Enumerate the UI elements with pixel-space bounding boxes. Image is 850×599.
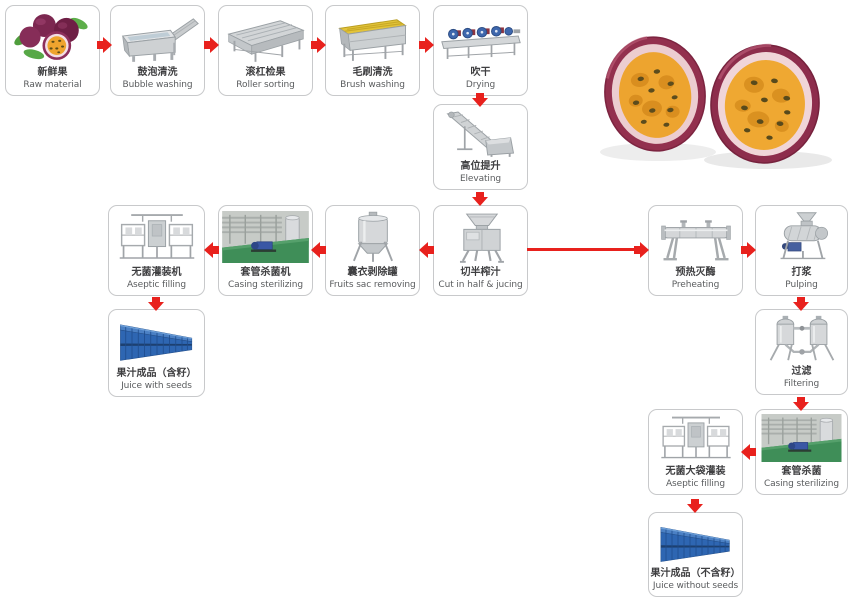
elevator-conveyor-machine-image (434, 105, 527, 161)
arrow-sterilizing2-to-bag-filling (741, 444, 756, 460)
step-bubble-washing: 鼓泡清洗 Bubble washing (110, 5, 205, 96)
aseptic-filler-machine-image (109, 206, 204, 267)
arrow-bag-filling-to-juice-without-seeds (687, 499, 703, 513)
step-label-zh: 打浆 (791, 267, 812, 279)
step-label-en: Juice with seeds (121, 380, 192, 391)
step-label-zh: 无菌灌装机 (131, 267, 182, 279)
step-label-zh: 毛刷清洗 (352, 67, 393, 79)
step-casing-sterilizing: 套管杀菌 Casing sterilizing (755, 409, 848, 495)
step-preheating: 预热灭酶 Preheating (648, 205, 743, 296)
brush-washer-machine-image (326, 6, 419, 67)
arrow-drying-to-elevating (472, 93, 488, 107)
step-label-zh: 预热灭酶 (675, 267, 716, 279)
step-label-zh: 滚杠检果 (245, 67, 286, 79)
step-label-en: Raw material (23, 79, 82, 90)
step-juice-without-seeds: 果汁成品（不含籽） Juice without seeds (648, 512, 743, 597)
blue-drums-photo (109, 310, 204, 368)
step-label-en: Juice without seeds (652, 580, 739, 591)
step-label-zh: 鼓泡清洗 (137, 67, 178, 79)
step-label-zh: 果汁成品（含籽） (116, 368, 197, 380)
step-roller-sorting: 滚杠检果 Roller sorting (218, 5, 313, 96)
step-label-en: Elevating (459, 173, 502, 184)
casing-sterilizer-photo (756, 410, 847, 466)
step-label-en: Casing sterilizing (763, 478, 840, 489)
arrow-filling-to-juice-with-seeds (148, 297, 164, 311)
step-fruits-sac-removing: 囊衣剥除罐 Fruits sac removing (325, 205, 420, 296)
blue-drums-photo (649, 513, 742, 568)
step-label-en: Roller sorting (236, 79, 295, 90)
step-label-en: Fruits sac removing (329, 279, 416, 290)
step-label-en: Aseptic filling (665, 478, 726, 489)
pulper-machine-image (756, 206, 847, 267)
step-label-en: Drying (465, 79, 496, 90)
step-label-zh: 新鲜果 (37, 67, 68, 79)
step-label-zh: 切半榨汁 (460, 267, 501, 279)
step-label-zh: 无菌大袋灌装 (665, 466, 726, 478)
step-pulping: 打浆 Pulping (755, 205, 848, 296)
step-label-zh: 高位提升 (460, 161, 501, 173)
step-label-zh: 吹干 (470, 67, 491, 79)
cutting-juicing-machine-image (434, 206, 527, 267)
step-cut-in-half-juicing: 切半榨汁 Cut in half & jucing (433, 205, 528, 296)
step-label-en: Bubble washing (122, 79, 193, 90)
arrowhead-to-preheating (634, 242, 649, 258)
step-elevating: 高位提升 Elevating (433, 104, 528, 190)
arrow-sac-removing-to-sterilizing (311, 242, 326, 258)
step-label-zh: 果汁成品（不含籽） (650, 568, 741, 580)
passion-fruit-photo (6, 6, 99, 67)
preheater-machine-image (649, 206, 742, 267)
step-drying: 吹干 Drying (433, 5, 528, 96)
step-label-en: Brush washing (340, 79, 405, 90)
step-aseptic-filling-machine: 无菌灌装机 Aseptic filling (108, 205, 205, 296)
step-raw-material: 新鲜果 Raw material (5, 5, 100, 96)
arrow-cutting-to-sac-removing (419, 242, 434, 258)
roller-sorter-machine-image (219, 6, 312, 67)
step-label-zh: 囊衣剥除罐 (347, 267, 398, 279)
arrow-elevating-to-cutting (472, 192, 488, 206)
step-label-en: Aseptic filling (126, 279, 187, 290)
step-casing-sterilizing-machine: 套管杀菌机 Casing sterilizing (218, 205, 313, 296)
arrow-raw-to-bubble (97, 37, 112, 53)
arrow-brush-to-drying (419, 37, 434, 53)
arrow-preheating-to-pulping (741, 242, 756, 258)
arrow-sterilizing-to-filling (204, 242, 219, 258)
step-label-en: Cut in half & jucing (438, 279, 523, 290)
step-label-zh: 套管杀菌机 (240, 267, 291, 279)
step-label-en: Casing sterilizing (227, 279, 304, 290)
step-juice-with-seeds: 果汁成品（含籽） Juice with seeds (108, 309, 205, 397)
step-brush-washing: 毛刷清洗 Brush washing (325, 5, 420, 96)
step-label-en: Filtering (783, 378, 820, 389)
step-label-zh: 套管杀菌 (781, 466, 822, 478)
passion-fruit-halves-photo (580, 22, 850, 176)
duplex-filter-machine-image (756, 310, 847, 366)
step-label-zh: 过滤 (791, 366, 812, 378)
sac-removing-tank-image (326, 206, 419, 267)
bubble-washer-machine-image (111, 6, 204, 67)
arrow-pulping-to-filtering (793, 297, 809, 311)
arrow-filtering-to-sterilizing2 (793, 397, 809, 411)
aseptic-filler-machine-image (649, 410, 742, 466)
step-label-en: Preheating (671, 279, 720, 290)
air-dryer-machine-image (434, 6, 527, 67)
arrow-bubble-to-roller (204, 37, 219, 53)
casing-sterilizer-photo (219, 206, 312, 267)
arrow-roller-to-brush (311, 37, 326, 53)
step-aseptic-bag-filling: 无菌大袋灌装 Aseptic filling (648, 409, 743, 495)
connector-cutting-to-preheating (527, 248, 637, 251)
step-label-en: Pulping (785, 279, 818, 290)
step-filtering: 过滤 Filtering (755, 309, 848, 395)
